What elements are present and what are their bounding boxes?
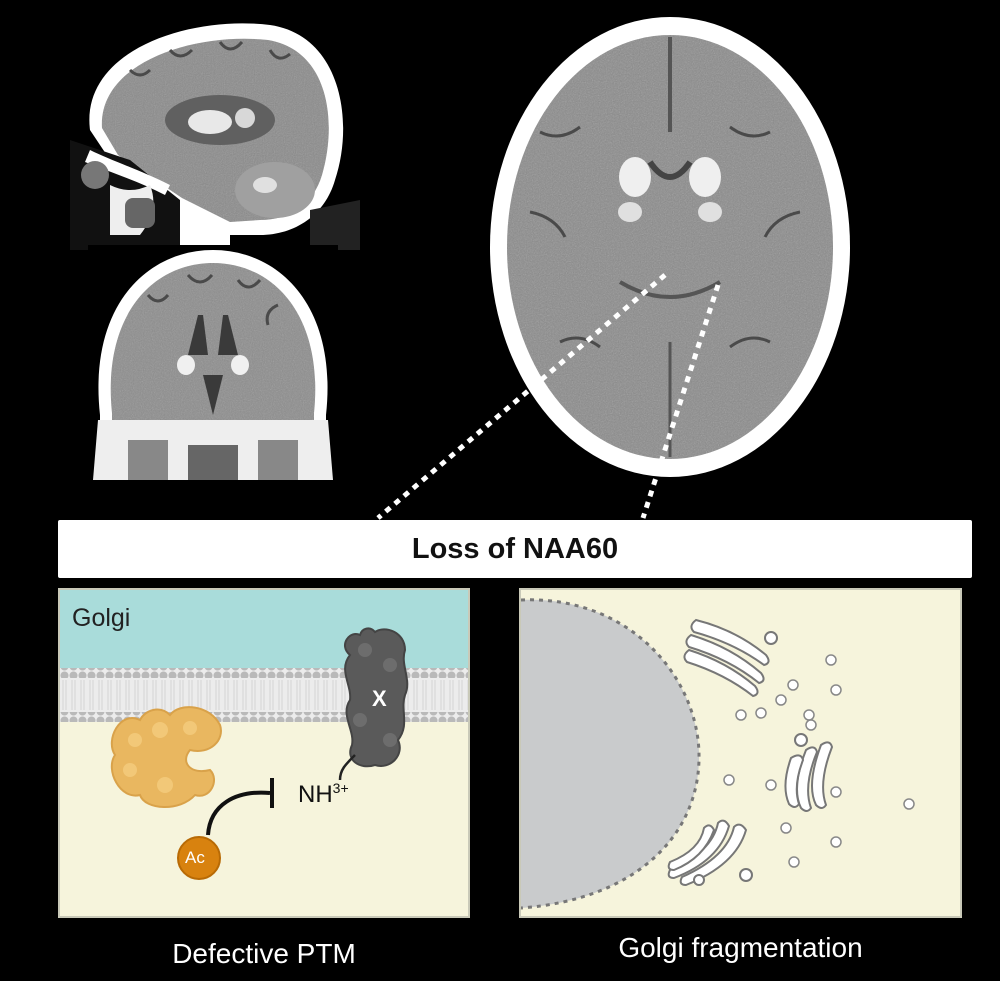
acetyl-icon <box>177 836 221 880</box>
ct-axial-image <box>470 12 870 482</box>
golgi-fragmentation-panel <box>519 588 962 918</box>
golgi-fragmentation-caption: Golgi fragmentation <box>618 932 863 963</box>
amine-label: NH3+ <box>298 780 349 809</box>
protein-n-terminus <box>338 754 356 781</box>
amine-base: NH <box>298 781 333 808</box>
golgi-stack-icon <box>667 819 753 887</box>
fragmentation-diagram <box>521 598 915 910</box>
zoom-line-right <box>640 284 721 519</box>
brain-ct-sagittal-icon <box>70 23 360 250</box>
amine-charge: 3+ <box>332 780 349 796</box>
membrane-diagram <box>60 627 468 880</box>
protein-x-label: X <box>372 686 387 711</box>
acetyl-label: Ac <box>185 848 205 867</box>
brain-ct-coronal-icon <box>93 250 333 480</box>
protein-x-icon <box>344 627 409 768</box>
zoom-line-left <box>376 273 667 520</box>
brain-ct-axial-icon <box>490 17 850 477</box>
nuclear-envelope <box>521 598 701 910</box>
enzyme-icon <box>110 706 222 808</box>
nucleus-icon <box>521 599 700 908</box>
defective-ptm-caption: Defective PTM <box>172 938 356 969</box>
ct-sagittal-image <box>70 10 360 250</box>
loss-of-naa60-banner: Loss of NAA60 <box>58 520 972 578</box>
vesicle-icon <box>723 654 915 868</box>
inhibition-arrow-icon <box>206 790 271 836</box>
ct-coronal-image <box>88 245 338 480</box>
golgi-label: Golgi <box>72 604 131 632</box>
golgi-stack-icon <box>683 618 778 698</box>
banner-title: Loss of NAA60 <box>411 532 619 565</box>
defective-ptm-panel: Golgi <box>58 588 470 918</box>
golgi-stack-icon <box>784 733 834 812</box>
